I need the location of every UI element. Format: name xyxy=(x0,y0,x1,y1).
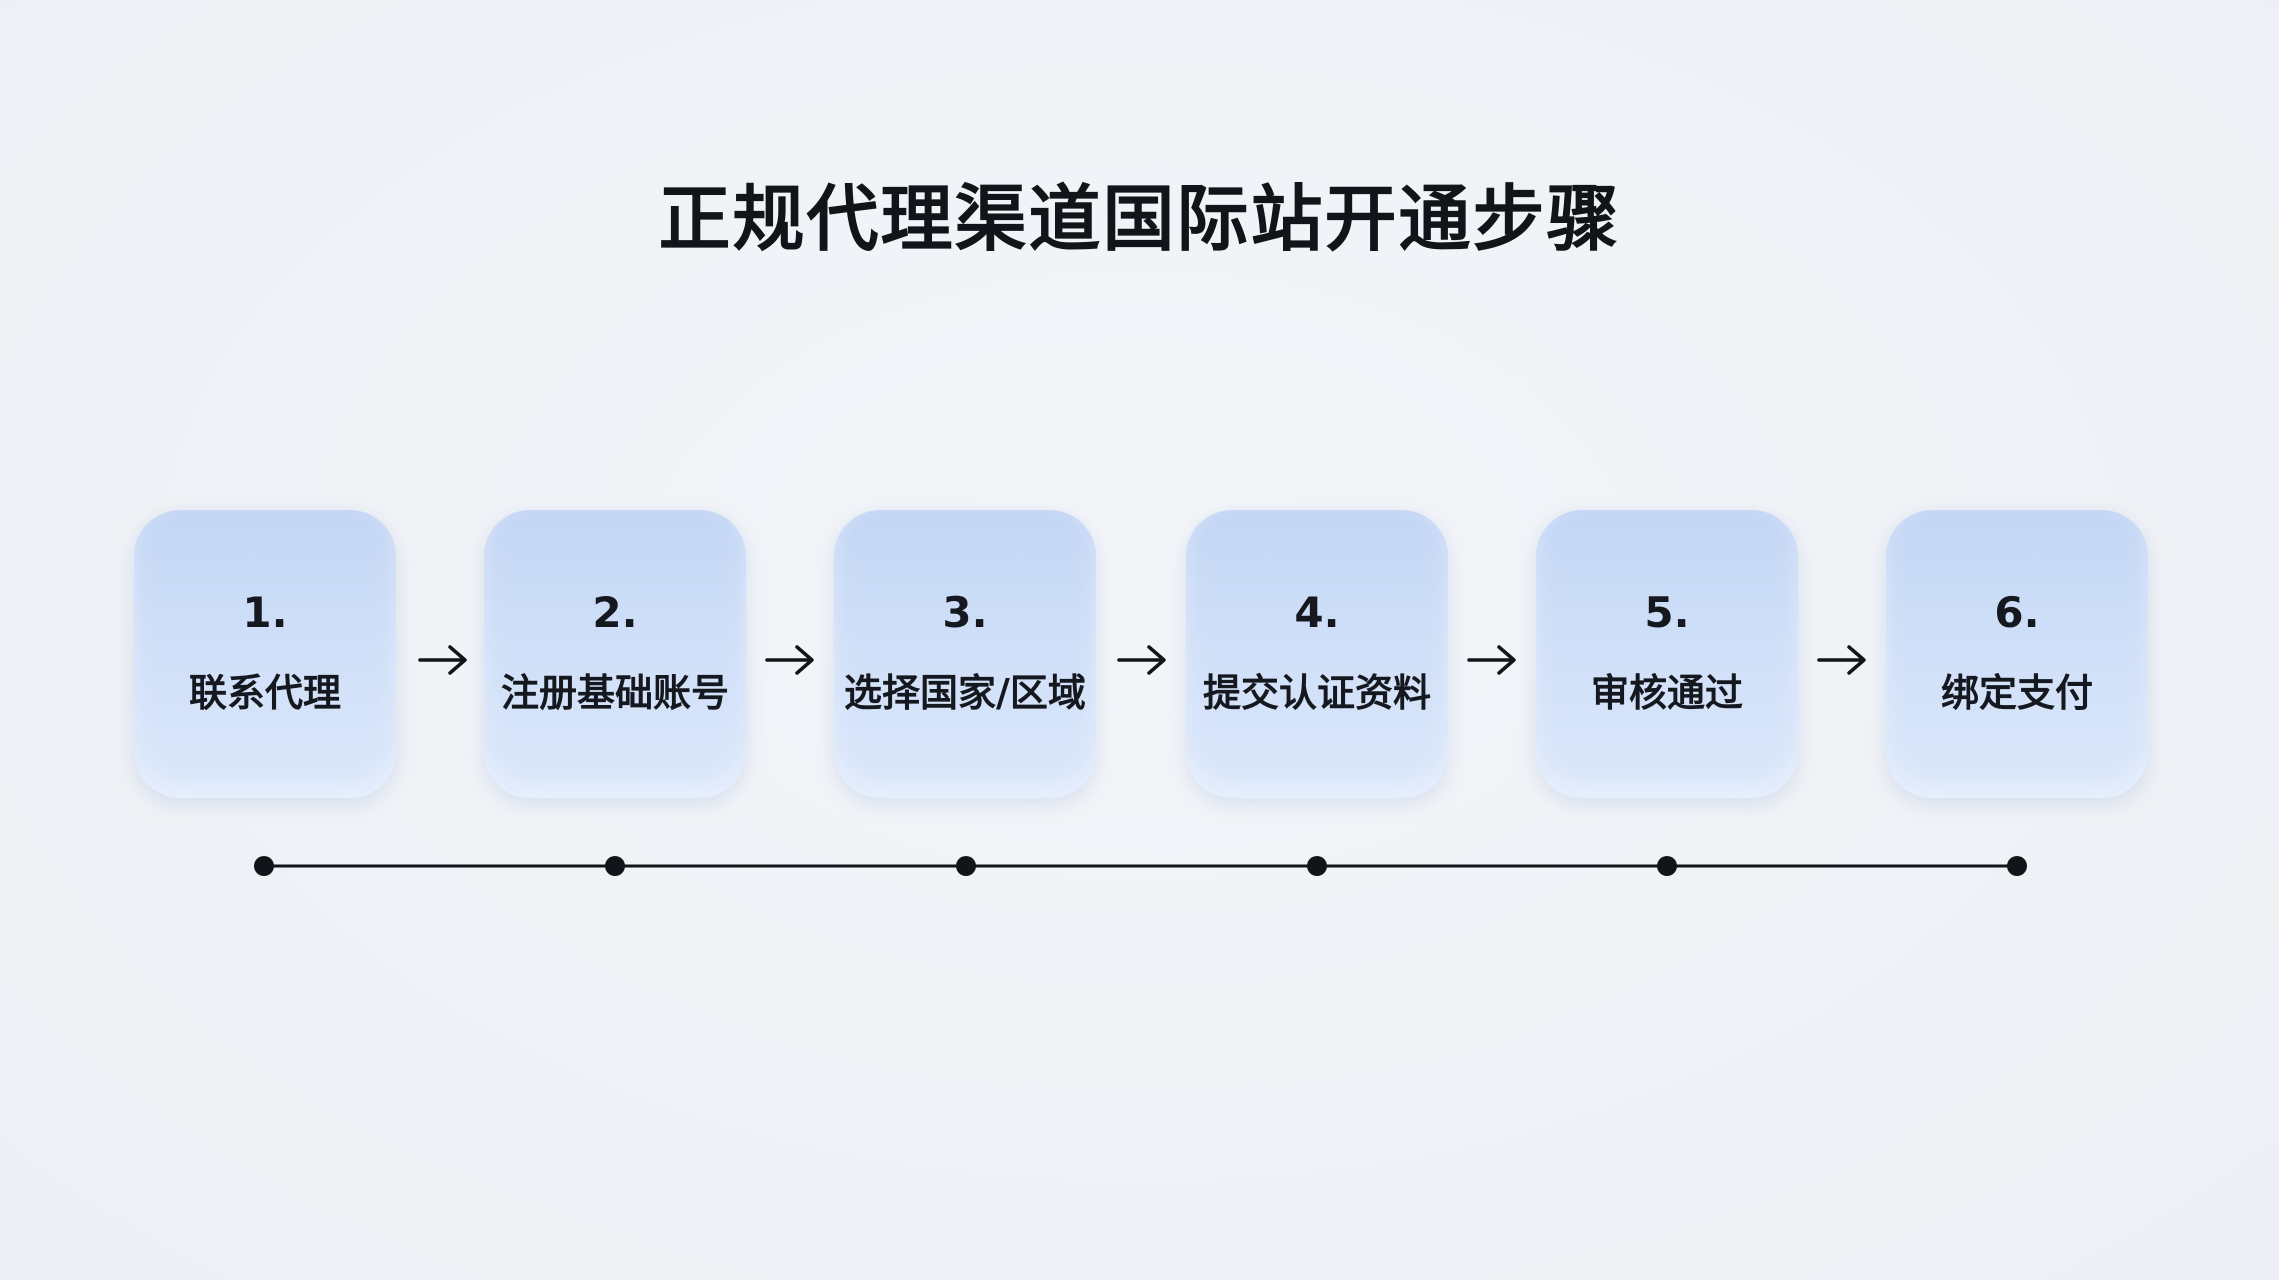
step-number: 1. xyxy=(242,588,288,637)
timeline-dot-6 xyxy=(2007,856,2027,876)
step-number: 2. xyxy=(592,588,638,637)
timeline-dot-4 xyxy=(1307,856,1327,876)
step-card-3: 3. 选择国家/区域 xyxy=(834,510,1096,798)
step-label: 提交认证资料 xyxy=(1202,671,1431,715)
step-number: 3. xyxy=(942,588,988,637)
step-card-5: 5. 审核通过 xyxy=(1536,510,1798,798)
arrow-right-icon xyxy=(1117,645,1166,675)
step-card-1: 1. 联系代理 xyxy=(134,510,396,798)
step-card-6: 6. 绑定支付 xyxy=(1886,510,2148,798)
step-label: 选择国家/区域 xyxy=(844,671,1086,715)
step-number: 5. xyxy=(1644,588,1690,637)
timeline-dot-2 xyxy=(605,856,625,876)
step-number: 4. xyxy=(1294,588,1340,637)
arrow-right-icon xyxy=(418,645,467,675)
timeline-dot-3 xyxy=(956,856,976,876)
step-label: 注册基础账号 xyxy=(500,671,729,715)
step-label: 审核通过 xyxy=(1590,671,1743,715)
arrow-right-icon xyxy=(1467,645,1516,675)
step-card-2: 2. 注册基础账号 xyxy=(484,510,746,798)
arrow-right-icon xyxy=(765,645,814,675)
step-card-4: 4. 提交认证资料 xyxy=(1186,510,1448,798)
step-label: 绑定支付 xyxy=(1940,671,2093,715)
step-label: 联系代理 xyxy=(188,671,341,715)
arrow-right-icon xyxy=(1817,645,1866,675)
timeline-dot-5 xyxy=(1657,856,1677,876)
step-number: 6. xyxy=(1994,588,2040,637)
timeline-dot-1 xyxy=(254,856,274,876)
page-title: 正规代理渠道国际站开通步骤 xyxy=(658,177,1621,261)
